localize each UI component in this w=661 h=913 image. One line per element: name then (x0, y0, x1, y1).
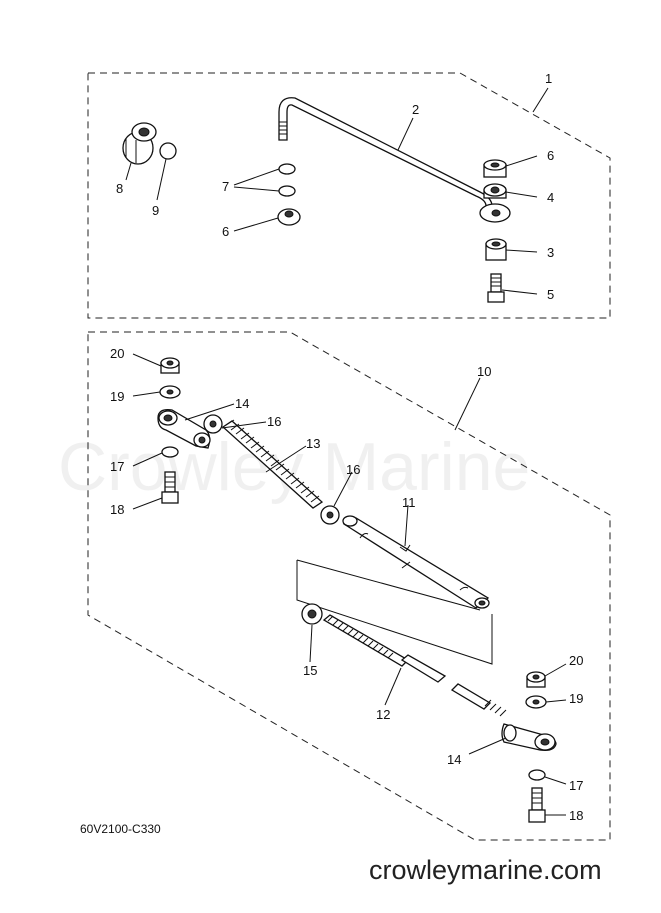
part-20-nut-upper (160, 357, 180, 374)
callout-7: 7 (222, 179, 229, 194)
callout-5: 5 (547, 287, 554, 302)
callout-10: 10 (477, 364, 491, 379)
callout-11: 11 (402, 495, 416, 510)
callout-12: 12 (376, 707, 390, 722)
callout-6-left: 6 (222, 224, 229, 239)
part-9-o-ring (159, 142, 177, 160)
leader-20-lower (544, 663, 567, 677)
callout-3: 3 (547, 245, 554, 260)
leader-4 (505, 191, 538, 198)
part-15-nut (301, 603, 323, 625)
leader-19-upper (132, 391, 161, 397)
part-6-nut (277, 208, 301, 226)
cut-plane-line (296, 559, 481, 611)
part-14-rod-end-upper (157, 409, 211, 449)
part-5-bolt (487, 273, 505, 303)
part-4-bushing (483, 183, 507, 199)
callout-13: 13 (306, 436, 320, 451)
leader-19-lower (545, 699, 567, 703)
watermark-text: Crowley Marine (58, 429, 530, 505)
drawing-code: 60V2100-C330 (80, 822, 161, 836)
leader-16-upper (221, 421, 267, 429)
leader-1 (532, 87, 549, 113)
leader-9 (156, 158, 167, 201)
leader-20-upper (132, 353, 162, 367)
part-17-washer-lower (528, 769, 546, 781)
leader-14-upper (184, 403, 235, 421)
part-20-nut-lower (526, 671, 546, 688)
callout-19-upper: 19 (110, 389, 124, 404)
part-17-washer-upper (161, 446, 179, 458)
leader-6-right (505, 155, 538, 167)
callout-6-right: 6 (547, 148, 554, 163)
part-12-inner-rod (322, 614, 507, 717)
part-18-bolt-lower (528, 787, 546, 823)
leader-5 (501, 289, 538, 295)
callout-20-upper: 20 (110, 346, 124, 361)
callout-14-lower: 14 (447, 752, 461, 767)
part-3-collar (485, 238, 507, 261)
part-8-nut (122, 122, 157, 165)
part-19-washer-upper (159, 385, 181, 399)
leader-6-left (233, 217, 279, 232)
callout-15: 15 (303, 663, 317, 678)
callout-9: 9 (152, 203, 159, 218)
leader-16-lower (333, 471, 353, 507)
callout-16-upper: 16 (267, 414, 281, 429)
part-2-drag-link (278, 97, 511, 223)
leader-2 (397, 117, 414, 151)
callout-17-upper: 17 (110, 459, 124, 474)
callout-14-upper: 14 (235, 396, 249, 411)
callout-16-lower: 16 (346, 462, 360, 477)
leader-8 (125, 162, 132, 181)
leader-14-lower (468, 737, 507, 755)
callout-17-lower: 17 (569, 778, 583, 793)
leader-17-lower (544, 776, 567, 785)
group-1-boundary (87, 72, 611, 319)
leader-11 (404, 504, 409, 547)
part-19-washer-lower (525, 695, 547, 709)
group-10-boundary (87, 331, 611, 841)
callout-4: 4 (547, 190, 554, 205)
part-18-bolt-upper (161, 471, 179, 504)
leader-15 (309, 624, 313, 663)
leader-17-upper (132, 452, 163, 467)
leader-7a (233, 168, 280, 186)
part-13-threaded-rod (221, 419, 324, 509)
part-14-rod-end-lower (501, 723, 557, 752)
callout-18-upper: 18 (110, 502, 124, 517)
callout-18-lower: 18 (569, 808, 583, 823)
part-16-nut-upper (203, 414, 223, 434)
callout-1: 1 (545, 71, 552, 86)
part-16-nut-lower (320, 505, 340, 525)
callout-8: 8 (116, 181, 123, 196)
part-6-nut-right (483, 159, 507, 178)
leader-18-upper (132, 497, 163, 510)
leader-10 (454, 377, 481, 431)
callout-20-lower: 20 (569, 653, 583, 668)
leader-12 (384, 667, 402, 706)
part-11-tube (342, 515, 490, 609)
callout-2: 2 (412, 102, 419, 117)
leader-3 (505, 249, 538, 253)
part-7-washer (278, 163, 296, 175)
leader-13 (265, 445, 307, 473)
leader-7b (233, 186, 280, 192)
callout-19-lower: 19 (569, 691, 583, 706)
part-7-washer (278, 185, 296, 197)
cut-plane-outline (296, 560, 493, 665)
site-footer: crowleymarine.com (369, 855, 602, 885)
